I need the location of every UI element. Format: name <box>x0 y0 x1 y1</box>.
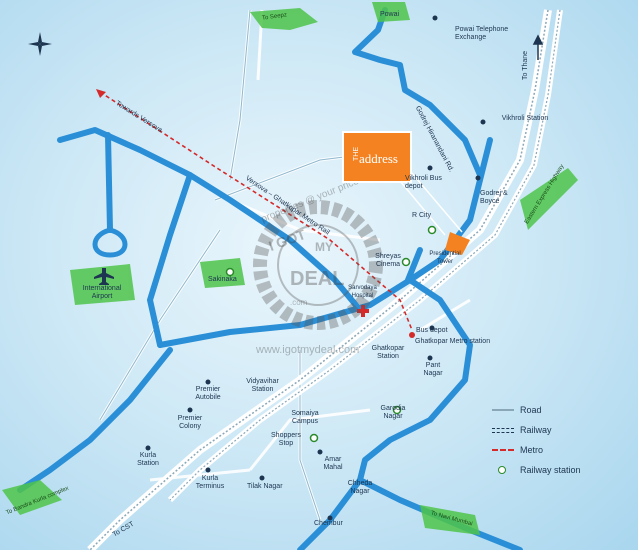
legend-railway-station-label: Railway station <box>520 465 581 475</box>
label-powai-exchange: Powai Telephone Exchange <box>455 26 509 41</box>
label-ghatkopar-metro: Ghatkopar Metro station <box>415 338 491 345</box>
hospital-icon <box>357 305 369 317</box>
label-premier-colony: Premier Colony <box>177 415 203 430</box>
legend-road-swatch <box>492 405 514 415</box>
label-shoppers-stop: Shoppers Stop <box>271 432 301 447</box>
label-somaiya: Somaiya Campus <box>291 410 319 425</box>
road-tag-powai: Powai <box>380 11 400 18</box>
label-kurla-station: Kurla Station <box>137 452 159 467</box>
watermark-stamp-line2: MY <box>315 240 333 254</box>
label-presidential: Presidential Tower <box>429 251 461 265</box>
label-vikhroli-station: Vikhroli Station <box>501 115 549 122</box>
label-garodia: Garodia Nagar <box>380 405 406 420</box>
legend-station-swatch <box>492 465 514 475</box>
metro-arrow-icon <box>96 89 106 98</box>
label-chembur: Chembur <box>314 520 343 527</box>
legend-metro-label: Metro <box>520 445 544 455</box>
airplane-icon <box>94 268 114 285</box>
watermark-stamp-domain: .com <box>290 298 308 307</box>
label-pant-nagar: Pant Nagar <box>423 362 443 377</box>
label-bus-depot: Bus depot <box>416 327 448 334</box>
legend-railway-swatch <box>492 425 514 435</box>
logo-name: address <box>359 151 398 166</box>
legend-railway: Railway <box>492 420 581 440</box>
compass-icon <box>28 32 52 56</box>
label-chheda-nagar: Chheda Nagar <box>347 480 373 495</box>
legend-railway-station: Railway station <box>492 460 581 480</box>
label-vidyavihar: Vidyavihar Station <box>246 378 279 393</box>
label-ghatkopar-station: Ghatkopar Station <box>371 345 405 360</box>
label-amar-mahal: Amar Mahal <box>323 456 343 471</box>
north-arrow-icon <box>532 34 544 60</box>
label-shreyas: Shreyas Cinema <box>375 253 401 268</box>
minor-road-edges <box>99 9 401 521</box>
legend-metro-swatch <box>492 445 514 455</box>
label-tilak-nagar: Tilak Nagar <box>247 483 283 490</box>
site-marker-icon <box>445 232 470 255</box>
legend-railway-label: Railway <box>520 425 552 435</box>
label-vikhroli-bus: Vikhroli Bus depot <box>405 175 442 190</box>
label-sarvodaya: Sarvodaya Hospital <box>348 285 377 299</box>
station-icons <box>225 225 437 443</box>
legend-road: Road <box>492 400 581 420</box>
green-areas <box>2 2 578 535</box>
watermark-stamp-line3: DEAL <box>290 268 345 290</box>
label-godrej-boyce: Godrej & Boyce <box>480 190 508 205</box>
callout-line <box>394 174 446 236</box>
watermark-stamp <box>253 200 383 330</box>
watermark-domain: www.igotmydeal.com <box>256 344 360 356</box>
label-kurla-terminus: Kurla Terminus <box>195 475 225 490</box>
airport-loop <box>92 227 128 258</box>
label-premier-autobile: Premier Autobile <box>195 386 221 401</box>
metro-station-icon <box>409 332 415 338</box>
place-dots <box>145 15 486 521</box>
label-r-city: R City <box>412 212 432 219</box>
road-tag-to-thane: To Thane <box>522 50 529 80</box>
legend: Road Railway Metro Railway station <box>492 400 581 480</box>
the-address-logo: THE address <box>342 131 412 183</box>
legend-road-label: Road <box>520 405 542 415</box>
label-airport: International Airport <box>82 285 122 300</box>
metro-line <box>99 91 413 331</box>
label-sakinaka: Sakinaka <box>208 276 237 283</box>
legend-metro: Metro <box>492 440 581 460</box>
